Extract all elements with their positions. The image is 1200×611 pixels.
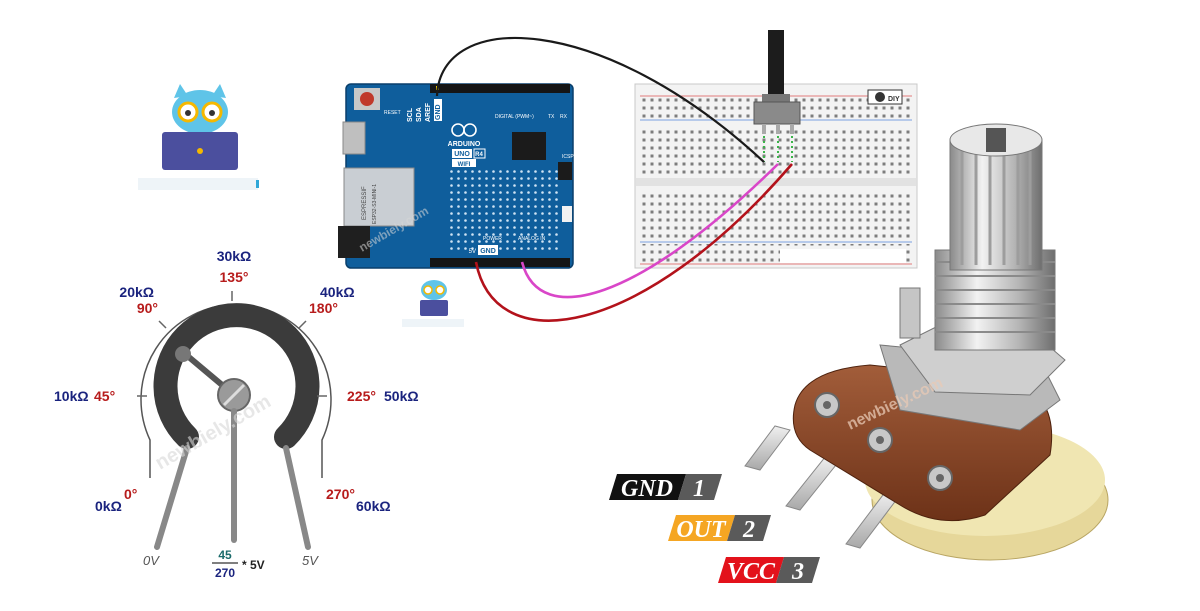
pin-vcc-number: 3 bbox=[791, 559, 804, 585]
wire-vcc bbox=[474, 163, 793, 322]
pin-gnd: GND 1 bbox=[609, 474, 722, 502]
resistance-label-40k: 40kΩ bbox=[320, 284, 355, 300]
gnd-top-label: GND bbox=[435, 104, 442, 120]
pin-out-number: 2 bbox=[742, 517, 755, 543]
gnd-pin-label: GND bbox=[480, 248, 496, 255]
voltage-label-0v: 0V bbox=[143, 553, 160, 568]
angle-label-225: 225° bbox=[347, 388, 376, 404]
diy-logo-text: DIY bbox=[888, 96, 900, 103]
module-brand: ESPRESSIF bbox=[362, 186, 368, 220]
dial-ticks bbox=[137, 291, 327, 397]
potentiometer-photo: newbiely.com bbox=[744, 123, 1109, 561]
pin-out-name: OUT bbox=[676, 517, 727, 543]
arduino-brand: ARDUINO bbox=[448, 141, 481, 148]
resistance-label-0k: 0kΩ bbox=[95, 498, 122, 514]
pin-gnd-name-bg bbox=[609, 474, 686, 500]
pin-gnd-number-bg bbox=[678, 474, 722, 500]
tx-label: TX bbox=[548, 114, 555, 120]
pin-vcc-name-bg bbox=[718, 557, 784, 583]
5v-pin-label: 5V bbox=[469, 249, 476, 255]
wiper-contact bbox=[175, 346, 191, 362]
pin-vcc: VCC 3 bbox=[718, 557, 820, 585]
resistance-label-20k: 20kΩ bbox=[119, 284, 154, 300]
sda-label: SDA bbox=[416, 107, 423, 122]
pin-vcc-number-bg bbox=[776, 557, 820, 583]
resistance-label-50k: 50kΩ bbox=[384, 388, 419, 404]
angle-label-0: 0° bbox=[124, 486, 137, 502]
formula-suffix: * 5V bbox=[242, 558, 265, 572]
angle-label-270: 270° bbox=[326, 486, 355, 502]
scl-label: SCL bbox=[407, 107, 414, 122]
formula-denominator: 270 bbox=[215, 566, 235, 580]
module-name: ESP32-S3-MINI-1 bbox=[372, 184, 378, 224]
terminal-lead-right bbox=[283, 445, 311, 550]
analog-header-label: ANALOG IN bbox=[518, 236, 546, 242]
pin-vcc-name: VCC bbox=[727, 559, 776, 585]
pin-gnd-name: GND bbox=[621, 476, 673, 502]
digital-header-label: DIGITAL (PWM~) bbox=[495, 114, 534, 120]
pin-out: OUT 2 bbox=[668, 515, 771, 543]
output-formula: 45 270 * 5V bbox=[212, 548, 265, 580]
aref-label: AREF bbox=[425, 102, 432, 122]
wire-out bbox=[520, 163, 779, 299]
resistance-label-10k: 10kΩ bbox=[54, 388, 89, 404]
wire-gnd bbox=[435, 37, 765, 163]
wifi-label: WIFI bbox=[458, 162, 471, 168]
formula-numerator: 45 bbox=[218, 548, 232, 562]
resistance-label-60k: 60kΩ bbox=[356, 498, 391, 514]
resistance-label-30k: 30kΩ bbox=[217, 248, 252, 264]
potentiometer-pins bbox=[744, 425, 901, 549]
uno-label: UNO bbox=[454, 151, 470, 158]
arduino-logo: ARDUINO bbox=[448, 123, 481, 148]
r4-badge: R4 bbox=[475, 152, 483, 158]
icsp-label: ICSP bbox=[562, 154, 574, 160]
terminal-lead-left bbox=[154, 445, 190, 550]
owl-logo-small bbox=[402, 280, 464, 327]
owl-logo bbox=[138, 84, 259, 190]
resistive-track bbox=[153, 303, 320, 449]
arduino-uno-r4-wifi-board: RESET ESPRESSIF ESP32-S3-MINI-1 SCL SDA … bbox=[338, 83, 574, 269]
rotation-dial: 135° 90° 180° 45° 225° 0° 270° 30kΩ 20kΩ… bbox=[54, 248, 419, 580]
reset-label: RESET bbox=[384, 110, 401, 116]
voltage-label-5v: 5V bbox=[302, 553, 319, 568]
rx-label: RX bbox=[560, 114, 568, 120]
angle-label-180: 180° bbox=[309, 300, 338, 316]
pinout-legend: GND 1 OUT 2 VCC 3 bbox=[609, 474, 820, 585]
diy-logo: DIY bbox=[867, 89, 903, 105]
breadboard-potentiometer bbox=[753, 30, 801, 162]
angle-label-45: 45° bbox=[94, 388, 115, 404]
pin-out-name-bg bbox=[668, 515, 735, 541]
pin-out-number-bg bbox=[727, 515, 771, 541]
power-header-label: POWER bbox=[483, 236, 502, 242]
angle-label-90: 90° bbox=[137, 300, 158, 316]
pin-gnd-number: 1 bbox=[693, 476, 705, 502]
angle-label-135: 135° bbox=[220, 269, 249, 285]
